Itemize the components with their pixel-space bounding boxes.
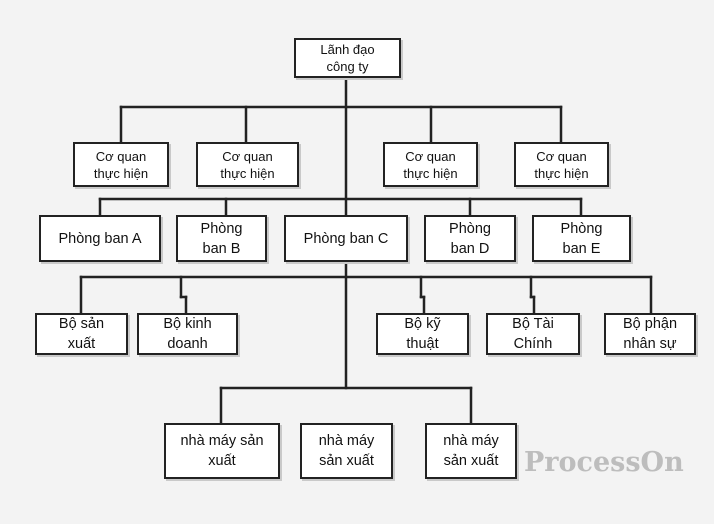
connector-division-drops xyxy=(79,275,653,316)
node-division-business[interactable]: Bộ kinh doanh xyxy=(137,313,238,355)
node-department-e[interactable]: Phòng ban E xyxy=(532,215,631,262)
connector-factory-drops xyxy=(219,386,473,426)
node-agency-2[interactable]: Cơ quan thực hiện xyxy=(196,142,299,187)
node-division-hr[interactable]: Bộ phận nhân sự xyxy=(604,313,696,355)
connector-agency-drops xyxy=(119,105,563,145)
node-agency-1[interactable]: Cơ quan thực hiện xyxy=(73,142,169,187)
node-division-engineering[interactable]: Bộ kỹ thuật xyxy=(376,313,469,355)
node-factory-2[interactable]: nhà máy sản xuất xyxy=(300,423,393,479)
processon-watermark: ProcessOn xyxy=(524,447,684,478)
node-division-production[interactable]: Bộ sản xuất xyxy=(35,313,128,355)
node-department-b[interactable]: Phòng ban B xyxy=(176,215,267,262)
node-company-leadership[interactable]: Lãnh đạo công ty xyxy=(294,38,401,78)
node-division-finance[interactable]: Bộ Tài Chính xyxy=(486,313,580,355)
node-factory-3[interactable]: nhà máy sản xuất xyxy=(425,423,517,479)
node-department-d[interactable]: Phòng ban D xyxy=(424,215,516,262)
node-agency-3[interactable]: Cơ quan thực hiện xyxy=(383,142,478,187)
node-department-a[interactable]: Phòng ban A xyxy=(39,215,161,262)
connector-department-drops xyxy=(98,197,583,218)
node-department-c[interactable]: Phòng ban C xyxy=(284,215,408,262)
node-agency-4[interactable]: Cơ quan thực hiện xyxy=(514,142,609,187)
node-factory-1[interactable]: nhà máy sản xuất xyxy=(164,423,280,479)
